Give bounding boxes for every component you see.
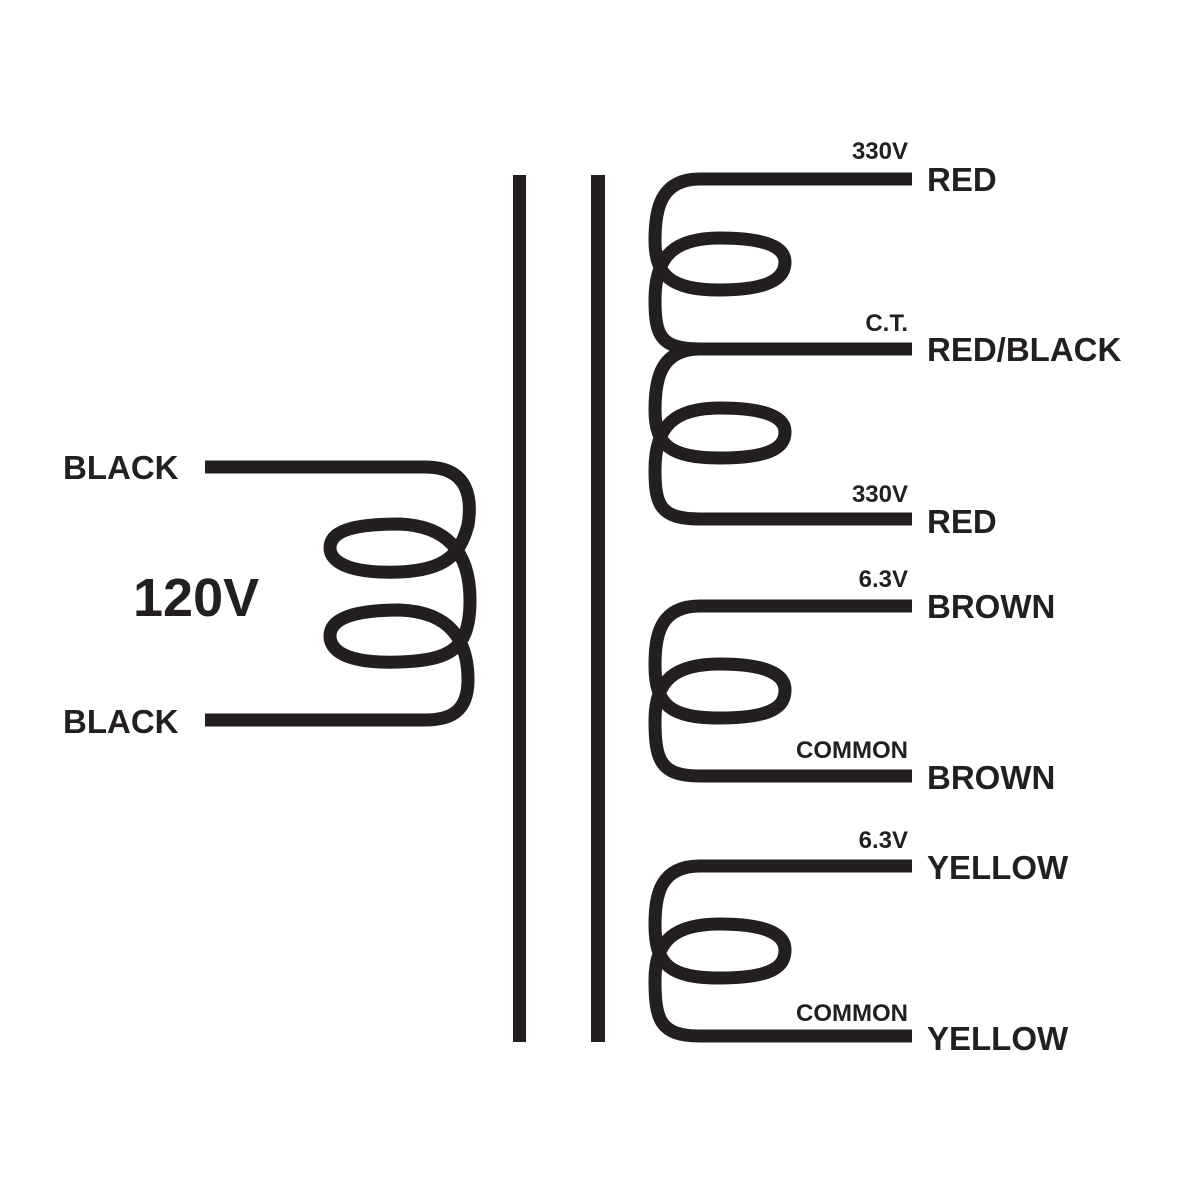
hv-lead-top-color: RED: [927, 161, 997, 198]
secondary-heater1-winding: [648, 599, 912, 783]
hv-lead-bottom-color: RED: [927, 503, 997, 540]
primary-winding: [205, 460, 477, 727]
hv-tap-top-label: 330V: [851, 138, 908, 165]
secondary-heater2-winding: [648, 859, 912, 1043]
hv-lead-ct-color: RED/BLACK: [927, 331, 1122, 368]
hv-tap-ct-label: C.T.: [865, 310, 908, 337]
core-bar-right: [591, 175, 605, 1042]
primary-lead-bottom-label: BLACK: [63, 703, 179, 740]
heater2-lead-bottom-color: YELLOW: [927, 1020, 1069, 1057]
primary-voltage-label: 120V: [133, 568, 260, 628]
secondary-hv-winding: [648, 172, 912, 526]
heater1-tap-bottom-label: COMMON: [796, 737, 908, 764]
hv-tap-bottom-label: 330V: [851, 481, 908, 508]
heater2-lead-top-color: YELLOW: [927, 849, 1069, 886]
heater1-lead-top-color: BROWN: [927, 588, 1056, 625]
core-bar-left: [513, 175, 526, 1042]
heater2-tap-top-label: 6.3V: [858, 827, 908, 854]
heater1-lead-bottom-color: BROWN: [927, 759, 1056, 796]
primary-lead-top-label: BLACK: [63, 449, 179, 486]
heater2-tap-bottom-label: COMMON: [796, 1000, 908, 1027]
heater1-tap-top-label: 6.3V: [858, 566, 908, 593]
